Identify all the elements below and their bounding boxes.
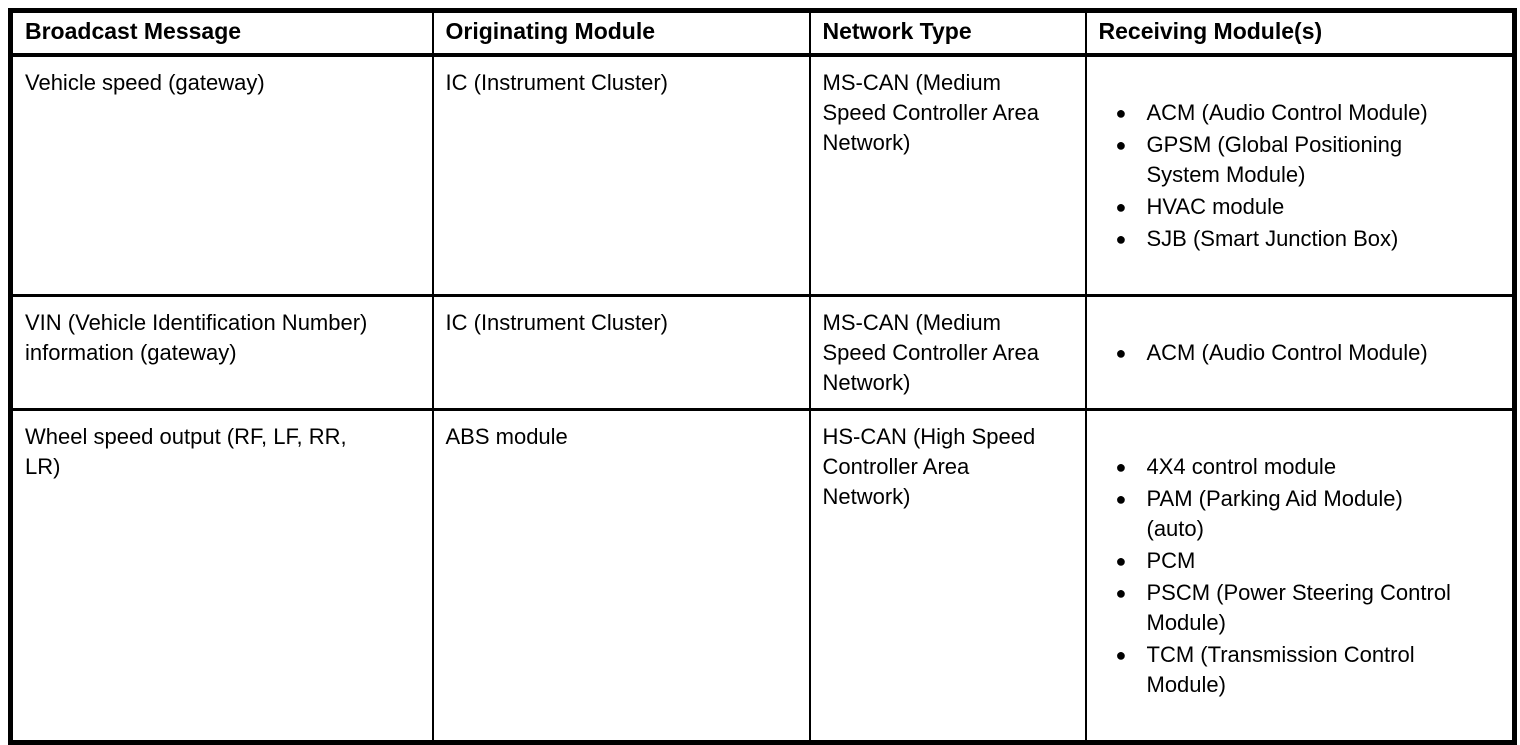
bullet-icon: ● bbox=[1115, 134, 1127, 155]
bullet-icon: ● bbox=[1115, 102, 1127, 123]
cell-originating-module: IC (Instrument Cluster) bbox=[432, 293, 811, 409]
header-row: Broadcast Message Originating Module Net… bbox=[10, 10, 1515, 57]
bullet-icon: ● bbox=[1115, 488, 1127, 509]
cell-receiving-modules: ● 4X4 control module ● PAM (Parking Aid Mod… bbox=[1085, 407, 1515, 742]
bullet-icon: ● bbox=[1115, 550, 1127, 571]
cell-receiving-modules: ● ACM (Audio Control Module) bbox=[1085, 293, 1515, 409]
receiving-module-label: 4X4 control module bbox=[1146, 453, 1337, 479]
column-header-broadcast-message: Broadcast Message bbox=[10, 10, 434, 57]
receiving-module-item: ● HVAC module bbox=[1116, 192, 1505, 222]
cell-receiving-modules: ● ACM (Audio Control Module) ● GPSM (Global… bbox=[1085, 53, 1515, 295]
column-header-network-type: Network Type bbox=[809, 10, 1087, 57]
cell-originating-module: ABS module bbox=[432, 407, 811, 742]
receiving-module-label: TCM (Transmission Control Module) bbox=[1146, 641, 1415, 697]
document-page: Broadcast Message Originating Module Net… bbox=[8, 8, 1517, 745]
bullet-icon: ● bbox=[1115, 456, 1127, 477]
receiving-module-item: ● ACM (Audio Control Module) bbox=[1116, 338, 1505, 368]
receiving-module-label: HVAC module bbox=[1146, 193, 1285, 219]
bullet-icon: ● bbox=[1115, 644, 1127, 665]
receiving-module-label: PSCM (Power Steering Control Module) bbox=[1146, 579, 1451, 635]
receiving-module-label: PAM (Parking Aid Module) (auto) bbox=[1146, 485, 1403, 541]
bullet-icon: ● bbox=[1115, 228, 1127, 249]
cell-network-type: HS-CAN (High Speed Controller Area Netwo… bbox=[809, 407, 1087, 742]
cell-broadcast-message: Wheel speed output (RF, LF, RR, LR) bbox=[10, 407, 434, 742]
receiving-modules-list: ● 4X4 control module ● PAM (Parking Aid Mod… bbox=[1099, 452, 1505, 700]
column-header-receiving-modules: Receiving Module(s) bbox=[1085, 10, 1515, 57]
receiving-module-label: ACM (Audio Control Module) bbox=[1146, 339, 1428, 365]
cell-broadcast-message: VIN (Vehicle Identification Number) info… bbox=[10, 293, 434, 409]
receiving-modules-list: ● ACM (Audio Control Module) ● GPSM (Global… bbox=[1099, 98, 1505, 254]
receiving-module-item: ● SJB (Smart Junction Box) bbox=[1116, 224, 1505, 254]
receiving-module-label: PCM bbox=[1146, 547, 1196, 573]
cell-network-type: MS-CAN (Medium Speed Controller Area Net… bbox=[809, 53, 1087, 295]
receiving-module-item: ● PAM (Parking Aid Module) (auto) bbox=[1116, 484, 1505, 544]
receiving-module-label: SJB (Smart Junction Box) bbox=[1146, 225, 1399, 251]
column-header-originating-module: Originating Module bbox=[432, 10, 811, 57]
receiving-module-item: ● GPSM (Global Positioning System Module) bbox=[1116, 130, 1505, 190]
bullet-icon: ● bbox=[1115, 582, 1127, 603]
receiving-module-item: ● PSCM (Power Steering Control Module) bbox=[1116, 578, 1505, 638]
table-row-wheel-speed: Wheel speed output (RF, LF, RR, LR) ABS … bbox=[10, 407, 1515, 742]
cell-network-type: MS-CAN (Medium Speed Controller Area Net… bbox=[809, 293, 1087, 409]
cell-originating-module: IC (Instrument Cluster) bbox=[432, 53, 811, 295]
receiving-modules-list: ● ACM (Audio Control Module) bbox=[1099, 338, 1505, 368]
receiving-module-label: GPSM (Global Positioning System Module) bbox=[1146, 131, 1403, 187]
table-row-vin-information: VIN (Vehicle Identification Number) info… bbox=[10, 293, 1515, 409]
cell-broadcast-message: Vehicle speed (gateway) bbox=[10, 53, 434, 295]
receiving-module-item: ● ACM (Audio Control Module) bbox=[1116, 98, 1505, 128]
receiving-module-label: ACM (Audio Control Module) bbox=[1146, 99, 1428, 125]
broadcast-messages-table: Broadcast Message Originating Module Net… bbox=[8, 8, 1517, 745]
receiving-module-item: ● PCM bbox=[1116, 546, 1505, 576]
bullet-icon: ● bbox=[1115, 196, 1127, 217]
receiving-module-item: ● TCM (Transmission Control Module) bbox=[1116, 640, 1505, 700]
bullet-icon: ● bbox=[1115, 342, 1127, 363]
table-row-vehicle-speed: Vehicle speed (gateway) IC (Instrument C… bbox=[10, 53, 1515, 295]
receiving-module-item: ● 4X4 control module bbox=[1116, 452, 1505, 482]
